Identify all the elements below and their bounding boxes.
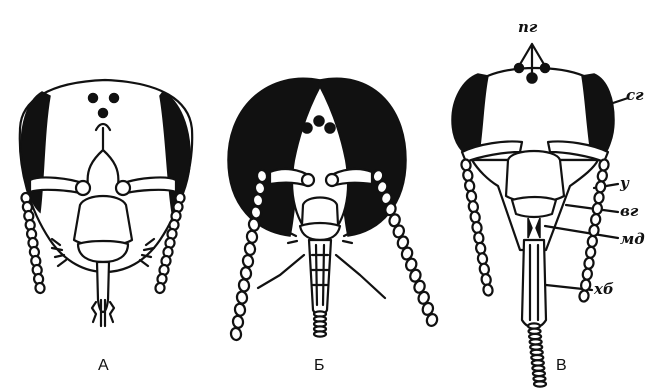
antenna-segment [238, 279, 250, 293]
antenna-segment [579, 290, 590, 302]
antenna-segment [582, 268, 593, 280]
antenna-segment [599, 159, 610, 171]
label-proboscis: хб [594, 280, 614, 298]
label-antenna: у [620, 174, 629, 192]
antenna-segment [590, 213, 601, 225]
head-a [20, 80, 192, 326]
antenna-segment [595, 181, 606, 193]
label-mandible: мд [620, 230, 645, 248]
antenna-segment [232, 315, 244, 329]
panel-label-b: Б [314, 357, 325, 375]
antenna-segment [230, 327, 242, 341]
head-b-proboscis-tip [314, 311, 326, 336]
antenna-segment [254, 181, 266, 195]
antenna-segment [236, 291, 248, 305]
head-a-ocellus-1 [89, 94, 98, 103]
antenna-segment [585, 246, 596, 258]
label-compound-eye: сг [626, 86, 644, 104]
head-b-ocellus-1 [302, 123, 312, 133]
head-a-ocellus-2 [110, 94, 119, 103]
proboscis-tip-segment [314, 331, 326, 336]
head-a-ocellus-3 [99, 109, 108, 118]
head-v-proboscis [522, 240, 546, 328]
antenna-segment [594, 192, 605, 204]
head-v-clypeus [506, 151, 564, 202]
label-upper-lip: вг [620, 202, 638, 220]
head-a-clypeus [74, 196, 132, 246]
proboscis-tip-segment [534, 381, 546, 386]
head-b-labrum [300, 223, 340, 240]
antenna-segment [587, 235, 598, 247]
head-a-labrum [78, 241, 128, 262]
mandible-pointer [545, 226, 618, 238]
antenna-segment [597, 170, 608, 182]
head-b-right-socket [326, 174, 338, 186]
antenna-segment [580, 279, 591, 291]
antenna-segment [242, 254, 254, 268]
antenna-segment [35, 282, 46, 293]
head-a-left-socket [76, 181, 90, 195]
head-b-ocellus-3 [314, 116, 324, 126]
antenna-segment [584, 257, 595, 269]
antenna-segment [248, 218, 260, 232]
head-a-proboscis [97, 262, 109, 312]
antenna-segment [155, 282, 166, 293]
panel-label-v: В [556, 357, 567, 375]
panel-label-a: А [98, 357, 109, 375]
antenna-segment [482, 284, 493, 297]
label-ocelli: пг [518, 18, 537, 36]
antenna-segment [252, 194, 264, 208]
head-v-labrum [512, 197, 556, 217]
antenna-segment [244, 242, 256, 256]
antenna-segment [240, 266, 252, 280]
head-v [452, 44, 628, 387]
antenna-segment [234, 303, 246, 317]
head-v-proboscis-tip [528, 323, 546, 386]
head-b-proboscis [309, 240, 331, 318]
head-a-right-socket [116, 181, 130, 195]
antenna-segment [589, 224, 600, 236]
head-b-left-socket [302, 174, 314, 186]
head-b-ocellus-2 [325, 123, 335, 133]
antenna-segment [246, 230, 258, 244]
antenna-segment [250, 206, 262, 220]
antenna-segment [592, 202, 603, 214]
antenna-segment [256, 169, 268, 183]
head-b-right-antenna [371, 169, 439, 328]
head-b [228, 78, 439, 340]
